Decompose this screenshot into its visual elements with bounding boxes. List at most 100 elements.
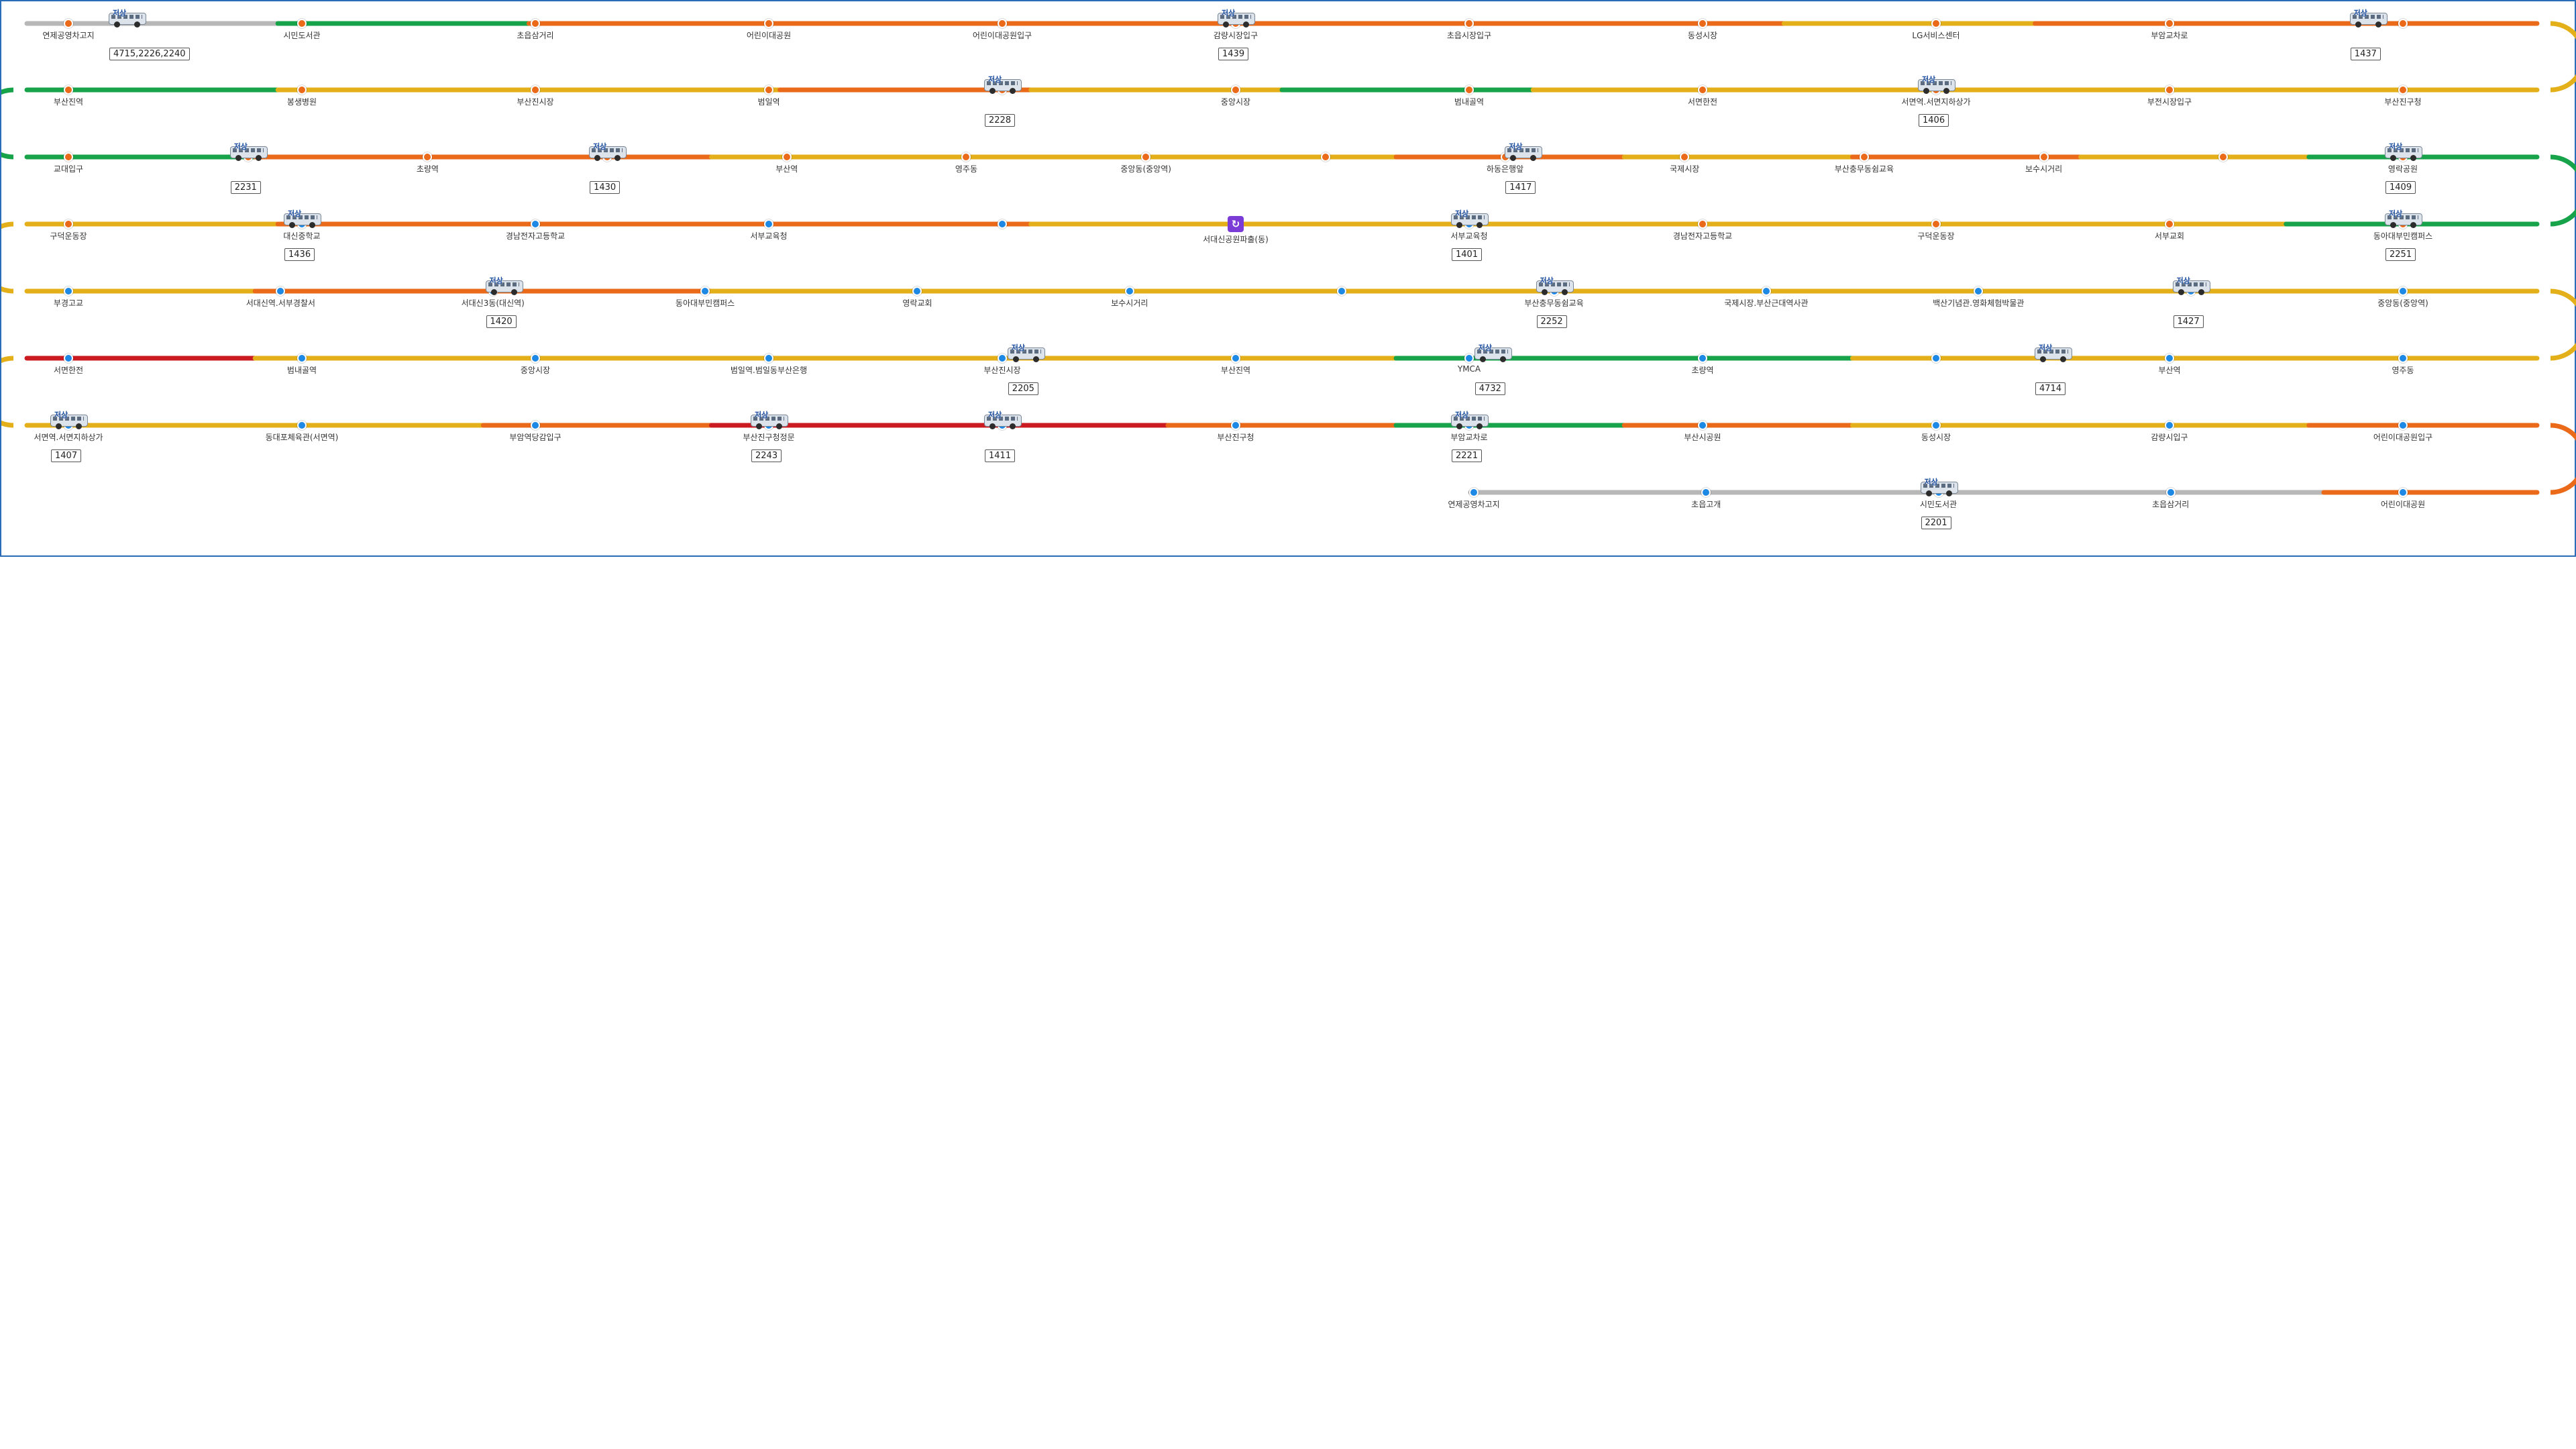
bus-icon[interactable]: 저상 — [1215, 7, 1256, 32]
station[interactable]: 부산진역 — [1185, 354, 1286, 376]
station[interactable]: 어린이대공원입구 — [952, 19, 1053, 41]
station[interactable]: 연제공영차고지 — [1424, 488, 1524, 510]
station[interactable]: 범내골역 — [1419, 85, 1519, 107]
bus-icon[interactable]: 저상 — [227, 141, 269, 165]
station[interactable]: 부전시장입구 — [2119, 85, 2220, 107]
station[interactable]: 초읍삼거리 — [485, 19, 586, 41]
station[interactable] — [2353, 19, 2453, 30]
station[interactable] — [1886, 354, 1986, 364]
station[interactable]: 동성시장 — [1886, 421, 1986, 443]
station[interactable]: 어린이대공원 — [718, 19, 819, 41]
bus-icon[interactable]: 저상 — [1005, 342, 1046, 366]
station[interactable]: 봉생병원 — [252, 85, 352, 107]
station-dot — [1859, 152, 1869, 162]
bus-icon[interactable]: 저상 — [981, 409, 1023, 433]
bus-plate: 1439 — [1218, 48, 1249, 60]
station[interactable] — [1291, 286, 1392, 297]
station[interactable]: 부산진역 — [18, 85, 119, 107]
station[interactable]: 구덕운동장 — [18, 219, 119, 241]
station[interactable]: 범일역 — [718, 85, 819, 107]
station[interactable]: 부산역 — [737, 152, 837, 174]
station[interactable]: 경남전자고등학교 — [485, 219, 586, 241]
station[interactable]: 국제시장 — [1634, 152, 1735, 174]
station-name: 보수시거리 — [1111, 299, 1148, 308]
bus-icon[interactable]: 저상 — [2382, 141, 2424, 165]
station[interactable]: 중앙시장 — [485, 354, 586, 376]
bus-icon[interactable]: 저상 — [1472, 342, 1513, 366]
station[interactable]: 부산진시장 — [952, 354, 1053, 376]
station[interactable]: 부경고교 — [18, 286, 119, 309]
bus-icon[interactable]: 저상 — [2032, 342, 2074, 366]
station[interactable]: 중앙동(중앙역) — [2353, 286, 2453, 309]
station[interactable]: LG서비스센터 — [1886, 19, 1986, 41]
station[interactable]: 어린이대공원 — [2353, 488, 2453, 510]
station[interactable]: 서부교육청 — [718, 219, 819, 241]
bus-icon[interactable]: 저상 — [281, 208, 323, 232]
station[interactable]: 서대신역.서부경찰서 — [230, 286, 331, 309]
station[interactable]: 백산기념관.영화체험박물관 — [1928, 286, 2029, 309]
bus-icon[interactable]: 저상 — [1915, 74, 1957, 98]
station-name: 중앙시장 — [1220, 97, 1251, 107]
station[interactable]: 부산충무동쉼교육 — [1814, 152, 1915, 174]
station[interactable]: 감량시입구 — [2119, 421, 2220, 443]
station-name: 백산기념관.영화체험박물관 — [1933, 299, 2025, 308]
station[interactable]: 국제시장.부산근대역사관 — [1716, 286, 1817, 309]
station[interactable]: 부산시공원 — [1652, 421, 1753, 443]
bus-icon[interactable]: 저상 — [1448, 208, 1490, 232]
station[interactable]: 어린이대공원입구 — [2353, 421, 2453, 443]
station[interactable]: YMCA — [1419, 354, 1519, 374]
station[interactable]: 연제공영차고지 — [18, 19, 119, 41]
bus-icon[interactable]: 저상 — [1534, 275, 1575, 299]
station[interactable]: 동대포체육관(서면역) — [252, 421, 352, 443]
bus-icon[interactable]: 저상 — [2382, 208, 2424, 232]
station[interactable]: 부산진구청 — [2353, 85, 2453, 107]
station[interactable]: 교대입구 — [18, 152, 119, 174]
bus-icon[interactable]: 저상 — [981, 74, 1023, 98]
bus-icon[interactable]: 저상 — [1502, 141, 1544, 165]
station[interactable]: 중앙동(중앙역) — [1095, 152, 1196, 174]
station[interactable]: 초읍삼거리 — [2121, 488, 2221, 510]
station[interactable]: 초읍시장입구 — [1419, 19, 1519, 41]
bus-icon[interactable]: 저상 — [1918, 476, 1960, 500]
station[interactable]: 부암교차로 — [2119, 19, 2220, 41]
station[interactable]: 부산역 — [2119, 354, 2220, 376]
station[interactable]: 동아대부민캠퍼스 — [655, 286, 755, 309]
station[interactable]: 보수시거리 — [1994, 152, 2094, 174]
station[interactable] — [2173, 152, 2273, 163]
bus-icon[interactable]: 저상 — [1448, 409, 1490, 433]
station[interactable]: 초량역 — [1652, 354, 1753, 376]
bus-icon[interactable]: 저상 — [748, 409, 790, 433]
station-dot — [2165, 85, 2174, 95]
station[interactable] — [1275, 152, 1376, 163]
station[interactable]: 범일역.범일동부산은행 — [718, 354, 819, 376]
station[interactable]: 서면한전 — [18, 354, 119, 376]
station[interactable]: 중앙시장 — [1185, 85, 1286, 107]
bus-icon[interactable]: 저상 — [2170, 275, 2212, 299]
station[interactable]: 시민도서관 — [252, 19, 352, 41]
station[interactable]: 서부교회 — [2119, 219, 2220, 241]
station-name: LG서비스센터 — [1912, 31, 1960, 40]
bus-icon[interactable]: 저상 — [586, 141, 628, 165]
station[interactable]: 범내골역 — [252, 354, 352, 376]
station[interactable]: 초읍고개 — [1656, 488, 1756, 510]
station[interactable]: 서면한전 — [1652, 85, 1753, 107]
station[interactable]: 보수시거리 — [1079, 286, 1180, 309]
station[interactable]: 영주동 — [2353, 354, 2453, 376]
station[interactable]: 부산진구청 — [1185, 421, 1286, 443]
station[interactable]: 영주동 — [916, 152, 1016, 174]
station[interactable]: 구덕운동장 — [1886, 219, 1986, 241]
station[interactable]: 부산진시장 — [485, 85, 586, 107]
station[interactable]: ↻서대신공원파출(동) — [1185, 216, 1286, 245]
station[interactable]: 초량역 — [377, 152, 478, 174]
station[interactable]: 부암역당감입구 — [485, 421, 586, 443]
station-name: 부산역 — [2158, 366, 2181, 375]
bus-icon[interactable]: 저상 — [106, 7, 148, 32]
bus-icon[interactable]: 저상 — [2347, 7, 2389, 32]
bus-icon[interactable]: 저상 — [483, 275, 525, 299]
station[interactable]: 경남전자고등학교 — [1652, 219, 1753, 241]
station[interactable]: 동성시장 — [1652, 19, 1753, 41]
station-dot — [2039, 152, 2049, 162]
station[interactable] — [952, 219, 1053, 230]
station[interactable]: 영락교회 — [867, 286, 967, 309]
bus-icon[interactable]: 저상 — [48, 409, 89, 433]
